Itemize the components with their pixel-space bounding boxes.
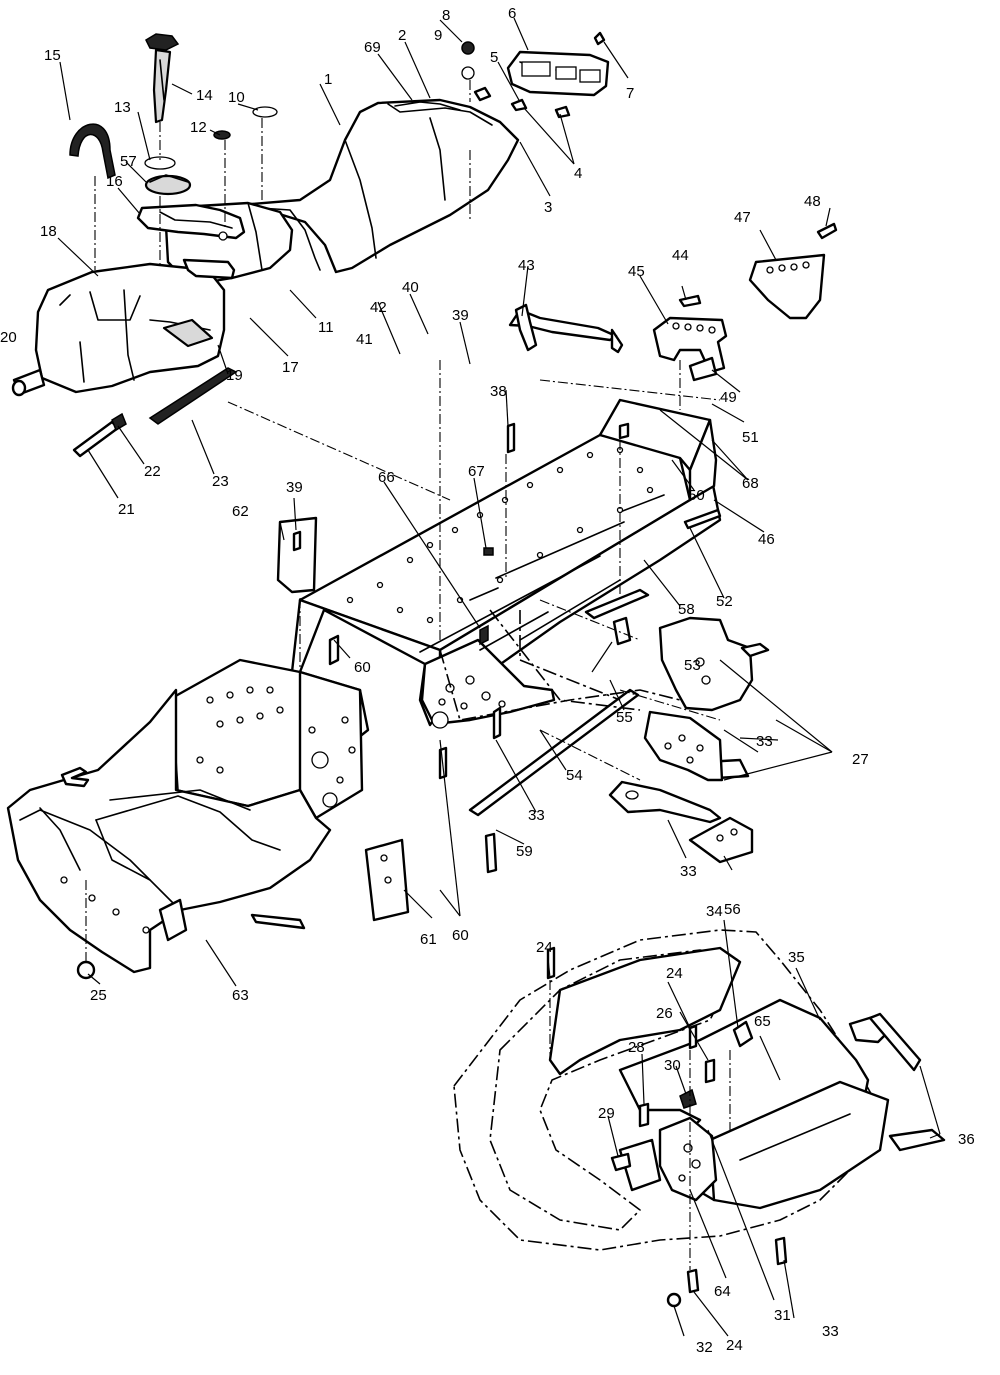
callout-48: 48 — [804, 193, 821, 210]
callout-68: 68 — [742, 475, 759, 492]
callout-2: 2 — [398, 27, 406, 44]
callout-14: 14 — [196, 87, 213, 104]
callout-34: 34 — [706, 903, 723, 920]
rear-bumper-parts — [508, 222, 838, 382]
callout-33-c: 33 — [680, 863, 697, 880]
callout-39-a: 39 — [452, 307, 469, 324]
callout-17: 17 — [282, 359, 299, 376]
callout-11: 11 — [318, 319, 334, 336]
callout-30: 30 — [664, 1057, 681, 1074]
callout-9: 9 — [434, 27, 442, 44]
callout-27: 27 — [852, 751, 869, 768]
callout-56: 56 — [724, 901, 741, 918]
callout-39-b: 39 — [286, 479, 303, 496]
callout-10: 10 — [228, 89, 245, 106]
callout-33-d: 33 — [822, 1323, 839, 1340]
callout-46: 46 — [758, 531, 775, 548]
callout-23: 23 — [212, 473, 229, 490]
callout-22: 22 — [144, 463, 161, 480]
callout-50: 50 — [688, 487, 705, 504]
callout-53: 53 — [684, 657, 701, 674]
fuel-filler-parts — [69, 33, 278, 196]
callout-59: 59 — [516, 843, 533, 860]
callout-55: 55 — [616, 709, 633, 726]
callout-57: 57 — [120, 153, 137, 170]
callout-15: 15 — [44, 47, 61, 64]
hood-assembly — [453, 929, 946, 1308]
callout-5: 5 — [490, 49, 498, 66]
callout-47: 47 — [734, 209, 751, 226]
callout-16: 16 — [106, 173, 123, 190]
callout-60-b: 60 — [452, 927, 469, 944]
callout-29: 29 — [598, 1105, 615, 1122]
callout-18: 18 — [40, 223, 57, 240]
callout-45: 45 — [628, 263, 645, 280]
leader-lines — [57, 17, 941, 1337]
callout-7: 7 — [626, 85, 634, 102]
rear-suspension-brackets — [608, 616, 770, 864]
callout-66: 66 — [378, 469, 395, 486]
callout-1: 1 — [324, 71, 332, 88]
callout-13: 13 — [114, 99, 131, 116]
callout-32: 32 — [696, 1339, 713, 1356]
callout-25: 25 — [90, 987, 107, 1004]
callout-69: 69 — [364, 39, 381, 56]
callout-26: 26 — [656, 1005, 673, 1022]
callout-49: 49 — [720, 389, 737, 406]
callout-58: 58 — [678, 601, 695, 618]
seat-trim-parts — [461, 31, 610, 119]
callout-40: 40 — [402, 279, 419, 296]
front-frame — [6, 516, 410, 980]
callout-31: 31 — [774, 1307, 791, 1324]
callout-41: 41 — [356, 331, 373, 348]
callout-labels: 1 2 3 4 5 6 7 8 9 10 11 12 13 14 15 16 1… — [0, 5, 975, 1356]
callout-24-a: 24 — [536, 939, 553, 956]
callout-21: 21 — [118, 501, 135, 518]
callout-42: 42 — [370, 299, 387, 316]
callout-62: 62 — [232, 503, 249, 520]
callout-19: 19 — [226, 367, 243, 384]
callout-36: 36 — [958, 1131, 975, 1148]
callout-38: 38 — [490, 383, 507, 400]
callout-4: 4 — [574, 165, 582, 182]
callout-6: 6 — [508, 5, 516, 22]
callout-52: 52 — [716, 593, 733, 610]
callout-33-a: 33 — [528, 807, 545, 824]
callout-64: 64 — [714, 1283, 731, 1300]
callout-54: 54 — [566, 767, 583, 784]
callout-44: 44 — [672, 247, 689, 264]
callout-24-c: 24 — [726, 1337, 743, 1354]
callout-65: 65 — [754, 1013, 771, 1030]
tank-strap-and-bolt — [72, 367, 238, 458]
callout-20: 20 — [0, 329, 17, 346]
fuel-tank — [11, 258, 236, 397]
callout-12: 12 — [190, 119, 207, 136]
callout-8: 8 — [442, 7, 450, 24]
callout-28: 28 — [628, 1039, 645, 1056]
callout-51: 51 — [742, 429, 759, 446]
callout-61: 61 — [420, 931, 437, 948]
callout-33-b: 33 — [756, 733, 773, 750]
callout-35: 35 — [788, 949, 805, 966]
callout-60-a: 60 — [354, 659, 371, 676]
callout-24-b: 24 — [666, 965, 683, 982]
callout-63: 63 — [232, 987, 249, 1004]
callout-67: 67 — [468, 463, 485, 480]
callout-43: 43 — [518, 257, 535, 274]
callout-3: 3 — [544, 199, 552, 216]
